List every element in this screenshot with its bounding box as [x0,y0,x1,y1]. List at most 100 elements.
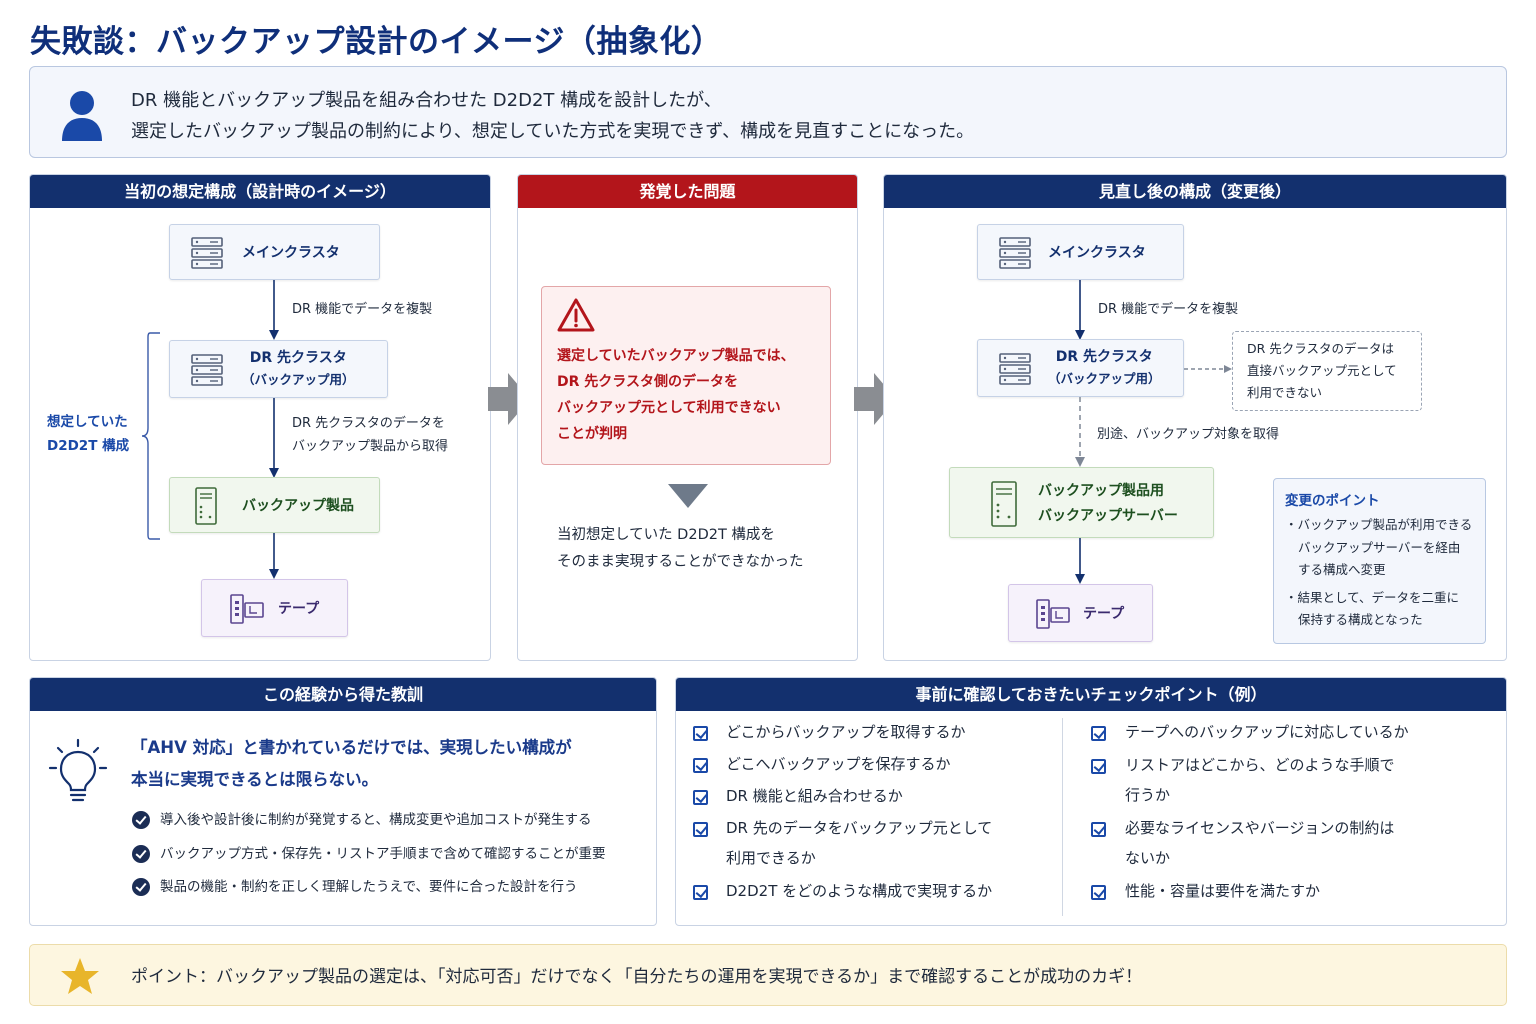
problem-result-line-1: 当初想定していた D2D2T 構成を [557,527,775,543]
checkpoint-item: DR 先のデータをバックアップ元として 利用できるか [726,813,992,873]
tape-drive-icon [230,594,264,624]
d2d2t-bracket-label: 想定していた D2D2T 構成 [47,410,129,458]
checkbox-icon [1091,822,1106,837]
left-arrow-2-label: DR 先クラスタのデータを バックアップ製品から取得 [292,412,448,458]
change-points-box: 変更のポイント ・バックアップ製品が利用できる バックアップサーバーを経由 する… [1273,478,1486,644]
checkpoints-divider [1062,718,1063,916]
right-main-cluster-node: メインクラスタ [977,224,1184,280]
warning-text: 選定していたバックアップ製品では、 DR 先クラスタ側のデータを バックアップ元… [557,343,795,447]
flow-arrow-1 [488,373,530,425]
left-main-cluster-node: メインクラスタ [169,224,380,280]
checkpoint-item-line-1: 必要なライセンスやバージョンの制約は [1125,819,1395,837]
checkpoints-header: 事前に確認しておきたいチェックポイント（例） [676,678,1506,711]
check-circle-icon [132,845,150,863]
bracket-label-line-2: D2D2T 構成 [47,438,130,454]
checkpoint-item: リストアはどこから、どのような手順で 行うか [1125,750,1395,810]
left-arrow-1 [269,280,279,340]
intro-text: DR 機能とバックアップ製品を組み合わせた D2D2T 構成を設計したが、 選定… [131,85,974,147]
intro-line-2: 選定したバックアップ製品の制約により、想定していた方式を実現できず、構成を見直す… [131,121,975,142]
flow-arrow-2 [854,373,896,425]
lesson-headline-line-1: 「AHV 対応」と書かれているだけでは、実現したい構成が [131,738,572,757]
left-backup-product-label: バックアップ製品 [242,498,354,514]
right-tape-node: テープ [1008,584,1153,642]
right-dr-cluster-line-1: DR 先クラスタ [1055,349,1153,365]
checkbox-icon [693,758,708,773]
dr-note-line-2: 直接バックアップ元として [1247,363,1397,378]
server-rack-icon [999,237,1031,269]
lesson-item: バックアップ方式・保存先・リストア手順まで含めて確認することが重要 [132,844,606,864]
warning-icon [557,298,595,332]
footer-point-box: ポイント：バックアップ製品の選定は、「対応可否」だけでなく「自分たちの運用を実現… [29,944,1507,1006]
problem-result-line-2: そのまま実現することができなかった [557,554,804,570]
server-rack-icon [999,353,1031,385]
intro-box: DR 機能とバックアップ製品を組み合わせた D2D2T 構成を設計したが、 選定… [29,66,1507,158]
left-dr-cluster-label: DR 先クラスタ （バックアップ用） [242,347,355,391]
point-2-line-2: 保持する構成となった [1298,612,1423,627]
left-dr-cluster-node: DR 先クラスタ （バックアップ用） [169,340,388,398]
lesson-item: 製品の機能・制約を正しく理解したうえで、要件に合った設計を行う [132,877,578,897]
left-arrow-2 [269,398,279,478]
checkpoint-item-line-2: 利用できるか [726,849,816,867]
checkpoint-item-line-2: ないか [1125,849,1171,867]
page-title: 失敗談：バックアップ設計のイメージ（抽象化） [30,24,723,60]
checkbox-icon [1091,885,1106,900]
right-arrow-1 [1075,280,1085,340]
point-1-line-3: する構成へ変更 [1298,562,1386,577]
right-arrow-2-label: 別途、バックアップ対象を取得 [1097,427,1280,442]
checkpoint-item-line-1: DR 先のデータをバックアップ元として [726,819,993,837]
checkbox-icon [1091,726,1106,741]
lessons-panel: この経験から得た教訓 [29,677,657,926]
tape-drive-icon [1036,599,1070,629]
check-circle-icon [132,811,150,829]
lesson-item-text: バックアップ方式・保存先・リストア手順まで含めて確認することが重要 [160,846,606,862]
down-triangle-icon [668,484,708,508]
server-tower-icon [195,487,217,525]
problem-header: 発覚した問題 [518,175,857,208]
checkpoint-item: どこからバックアップを取得するか [726,723,966,741]
footer-text: ポイント：バックアップ製品の選定は、「対応可否」だけでなく「自分たちの運用を実現… [131,967,1143,987]
point-1-line-2: バックアップサーバーを経由 [1298,539,1461,555]
server-rack-icon [191,237,223,269]
warning-line-4: ことが判明 [557,426,627,442]
left-arrow-2-label-line-2: バックアップ製品から取得 [292,439,449,454]
intro-line-1: DR 機能とバックアップ製品を組み合わせた D2D2T 構成を設計したが、 [131,90,722,111]
bracket-label-line-1: 想定していた [47,414,128,430]
checkpoint-item: テープへのバックアップに対応しているか [1125,723,1409,741]
d2d2t-bracket [141,332,160,540]
lesson-headline: 「AHV 対応」と書かれているだけでは、実現したい構成が 本当に実現できるとは限… [131,732,572,796]
checkbox-icon [693,822,708,837]
point-2-line-1: ・結果として、データを二重に [1285,589,1460,605]
server-tower-icon [991,481,1017,527]
checkbox-icon [693,726,708,741]
right-dr-cluster-line-2: （バックアップ用） [1048,371,1161,386]
warning-line-2: DR 先クラスタ側のデータを [557,374,738,390]
warning-box: 選定していたバックアップ製品では、 DR 先クラスタ側のデータを バックアップ元… [541,286,831,465]
dr-note-line-1: DR 先クラスタのデータは [1247,341,1395,356]
person-icon [62,91,102,141]
left-backup-product-node: バックアップ製品 [169,477,380,533]
dr-note-text: DR 先クラスタのデータは 直接バックアップ元として 利用できない [1247,338,1397,404]
left-arrow-1-label: DR 機能でデータを複製 [292,302,433,317]
dr-note-line-3: 利用できない [1247,385,1323,400]
lesson-headline-line-2: 本当に実現できるとは限らない。 [131,770,379,789]
checkpoint-item: D2D2T をどのような構成で実現するか [726,882,993,900]
left-tape-label: テープ [278,601,320,617]
check-circle-icon [132,878,150,896]
checkbox-icon [1091,759,1106,774]
change-points-text: ・バックアップ製品が利用できる バックアップサーバーを経由 する構成へ変更 ・結… [1285,514,1472,632]
star-icon [61,958,99,994]
backup-server-line-2: バックアップサーバー [1038,508,1178,524]
point-1-line-1: ・バックアップ製品が利用できる [1285,517,1473,532]
lesson-item-text: 導入後や設計後に制約が発覚すると、構成変更や追加コストが発生する [160,812,592,828]
checkpoint-item: 性能・容量は要件を満たすか [1125,882,1321,900]
problem-result-text: 当初想定していた D2D2T 構成を そのまま実現することができなかった [557,522,804,576]
warning-line-3: バックアップ元として利用できない [557,400,781,416]
left-arrow-3 [269,533,279,579]
right-arrow-3 [1075,538,1085,584]
right-tape-label: テープ [1083,606,1125,622]
backup-server-label: バックアップ製品用 バックアップサーバー [1038,479,1178,529]
lessons-header: この経験から得た教訓 [30,678,656,711]
lesson-item-text: 製品の機能・制約を正しく理解したうえで、要件に合った設計を行う [160,879,578,895]
lesson-item: 導入後や設計後に制約が発覚すると、構成変更や追加コストが発生する [132,810,592,830]
checkpoint-item-line-1: リストアはどこから、どのような手順で [1125,756,1395,774]
